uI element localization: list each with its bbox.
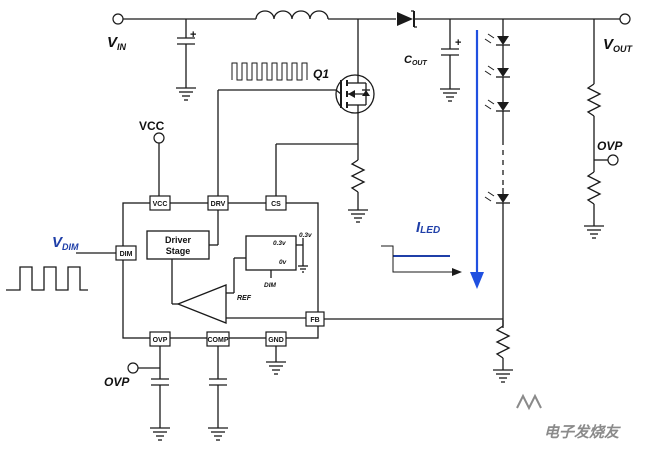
ovp-left-label: OVP [104,375,130,389]
cout-label: COUT [404,54,427,67]
ref-label: REF [237,295,252,302]
dim-inner-label: DIM [264,282,277,289]
driver-stage-block: Driver Stage [146,210,219,260]
dim-ref-switch: 0.3v 0.3v 0v DIM [245,232,312,289]
cin-plus-label: + [190,29,196,41]
pin-ovp-label: OVP [153,337,168,344]
driver-label-2: Stage [166,246,191,256]
controller-ic: VCC DRV CS DIM FB OVP [76,132,325,441]
pin-fb[interactable]: FB [305,311,325,327]
pin-drv[interactable]: DRV [207,195,229,211]
ovp-input-terminal[interactable] [127,362,139,374]
vdim-label: VDIM [52,234,79,252]
ovp-sense-terminal[interactable] [607,154,619,166]
input-capacitor: + [176,29,196,101]
vcc-terminal[interactable] [153,132,165,144]
output-capacitor: + [440,19,461,102]
watermark-logo-icon [516,393,542,411]
watermark-text: 电子发烧友 [544,424,621,441]
pin-vcc-label: VCC [153,201,168,208]
dim-pwm-waveform [6,266,88,291]
led-n [484,191,510,204]
cout-plus-label: + [455,37,461,49]
ovp-right-label: OVP [597,139,623,153]
vcc-label: VCC [139,119,165,133]
gate-drive-net [217,62,342,196]
vin-rail [112,13,256,38]
q1-label: Q1 [313,67,329,81]
mosfet-q1: Q1 [313,19,375,124]
vin-label: VIN [107,34,127,52]
led-2 [484,65,510,78]
vin-terminal[interactable] [112,13,124,25]
feedback-resistor [323,318,513,383]
vout-terminal[interactable] [619,13,631,25]
pin-cs[interactable]: CS [265,195,287,211]
v03-label-b: 0.3v [299,232,312,239]
gate-pwm-waveform [231,62,308,81]
driver-label-1: Driver [165,235,192,245]
vout-label: VOUT [603,36,634,54]
led-1 [484,33,510,46]
pin-cs-label: CS [271,201,281,208]
v03-label-a: 0.3v [273,240,286,247]
output-diode [397,10,631,28]
pin-ovp[interactable]: OVP [127,331,171,441]
watermark: 电子发烧友 [516,393,621,441]
pin-dim-label: DIM [120,251,133,258]
led-current-arrow [470,30,484,289]
ovp-divider [584,19,619,239]
pin-drv-label: DRV [211,201,226,208]
led-string [484,19,510,328]
pin-gnd-label: GND [268,337,284,344]
pin-fb-label: FB [310,317,319,324]
pin-gnd[interactable]: GND [265,331,287,375]
pin-vcc[interactable]: VCC [149,132,171,211]
pin-comp[interactable]: COMP [206,331,230,441]
iled-annotation: ILED [381,219,462,276]
led-3 [484,99,510,112]
inductor [255,10,396,20]
pin-comp-label: COMP [208,337,229,344]
v0-label: 0v [279,259,287,266]
error-amplifier: REF [171,257,306,324]
current-sense-resistor [275,124,368,223]
iled-label: ILED [416,219,440,236]
pin-dim[interactable]: DIM [76,245,137,261]
